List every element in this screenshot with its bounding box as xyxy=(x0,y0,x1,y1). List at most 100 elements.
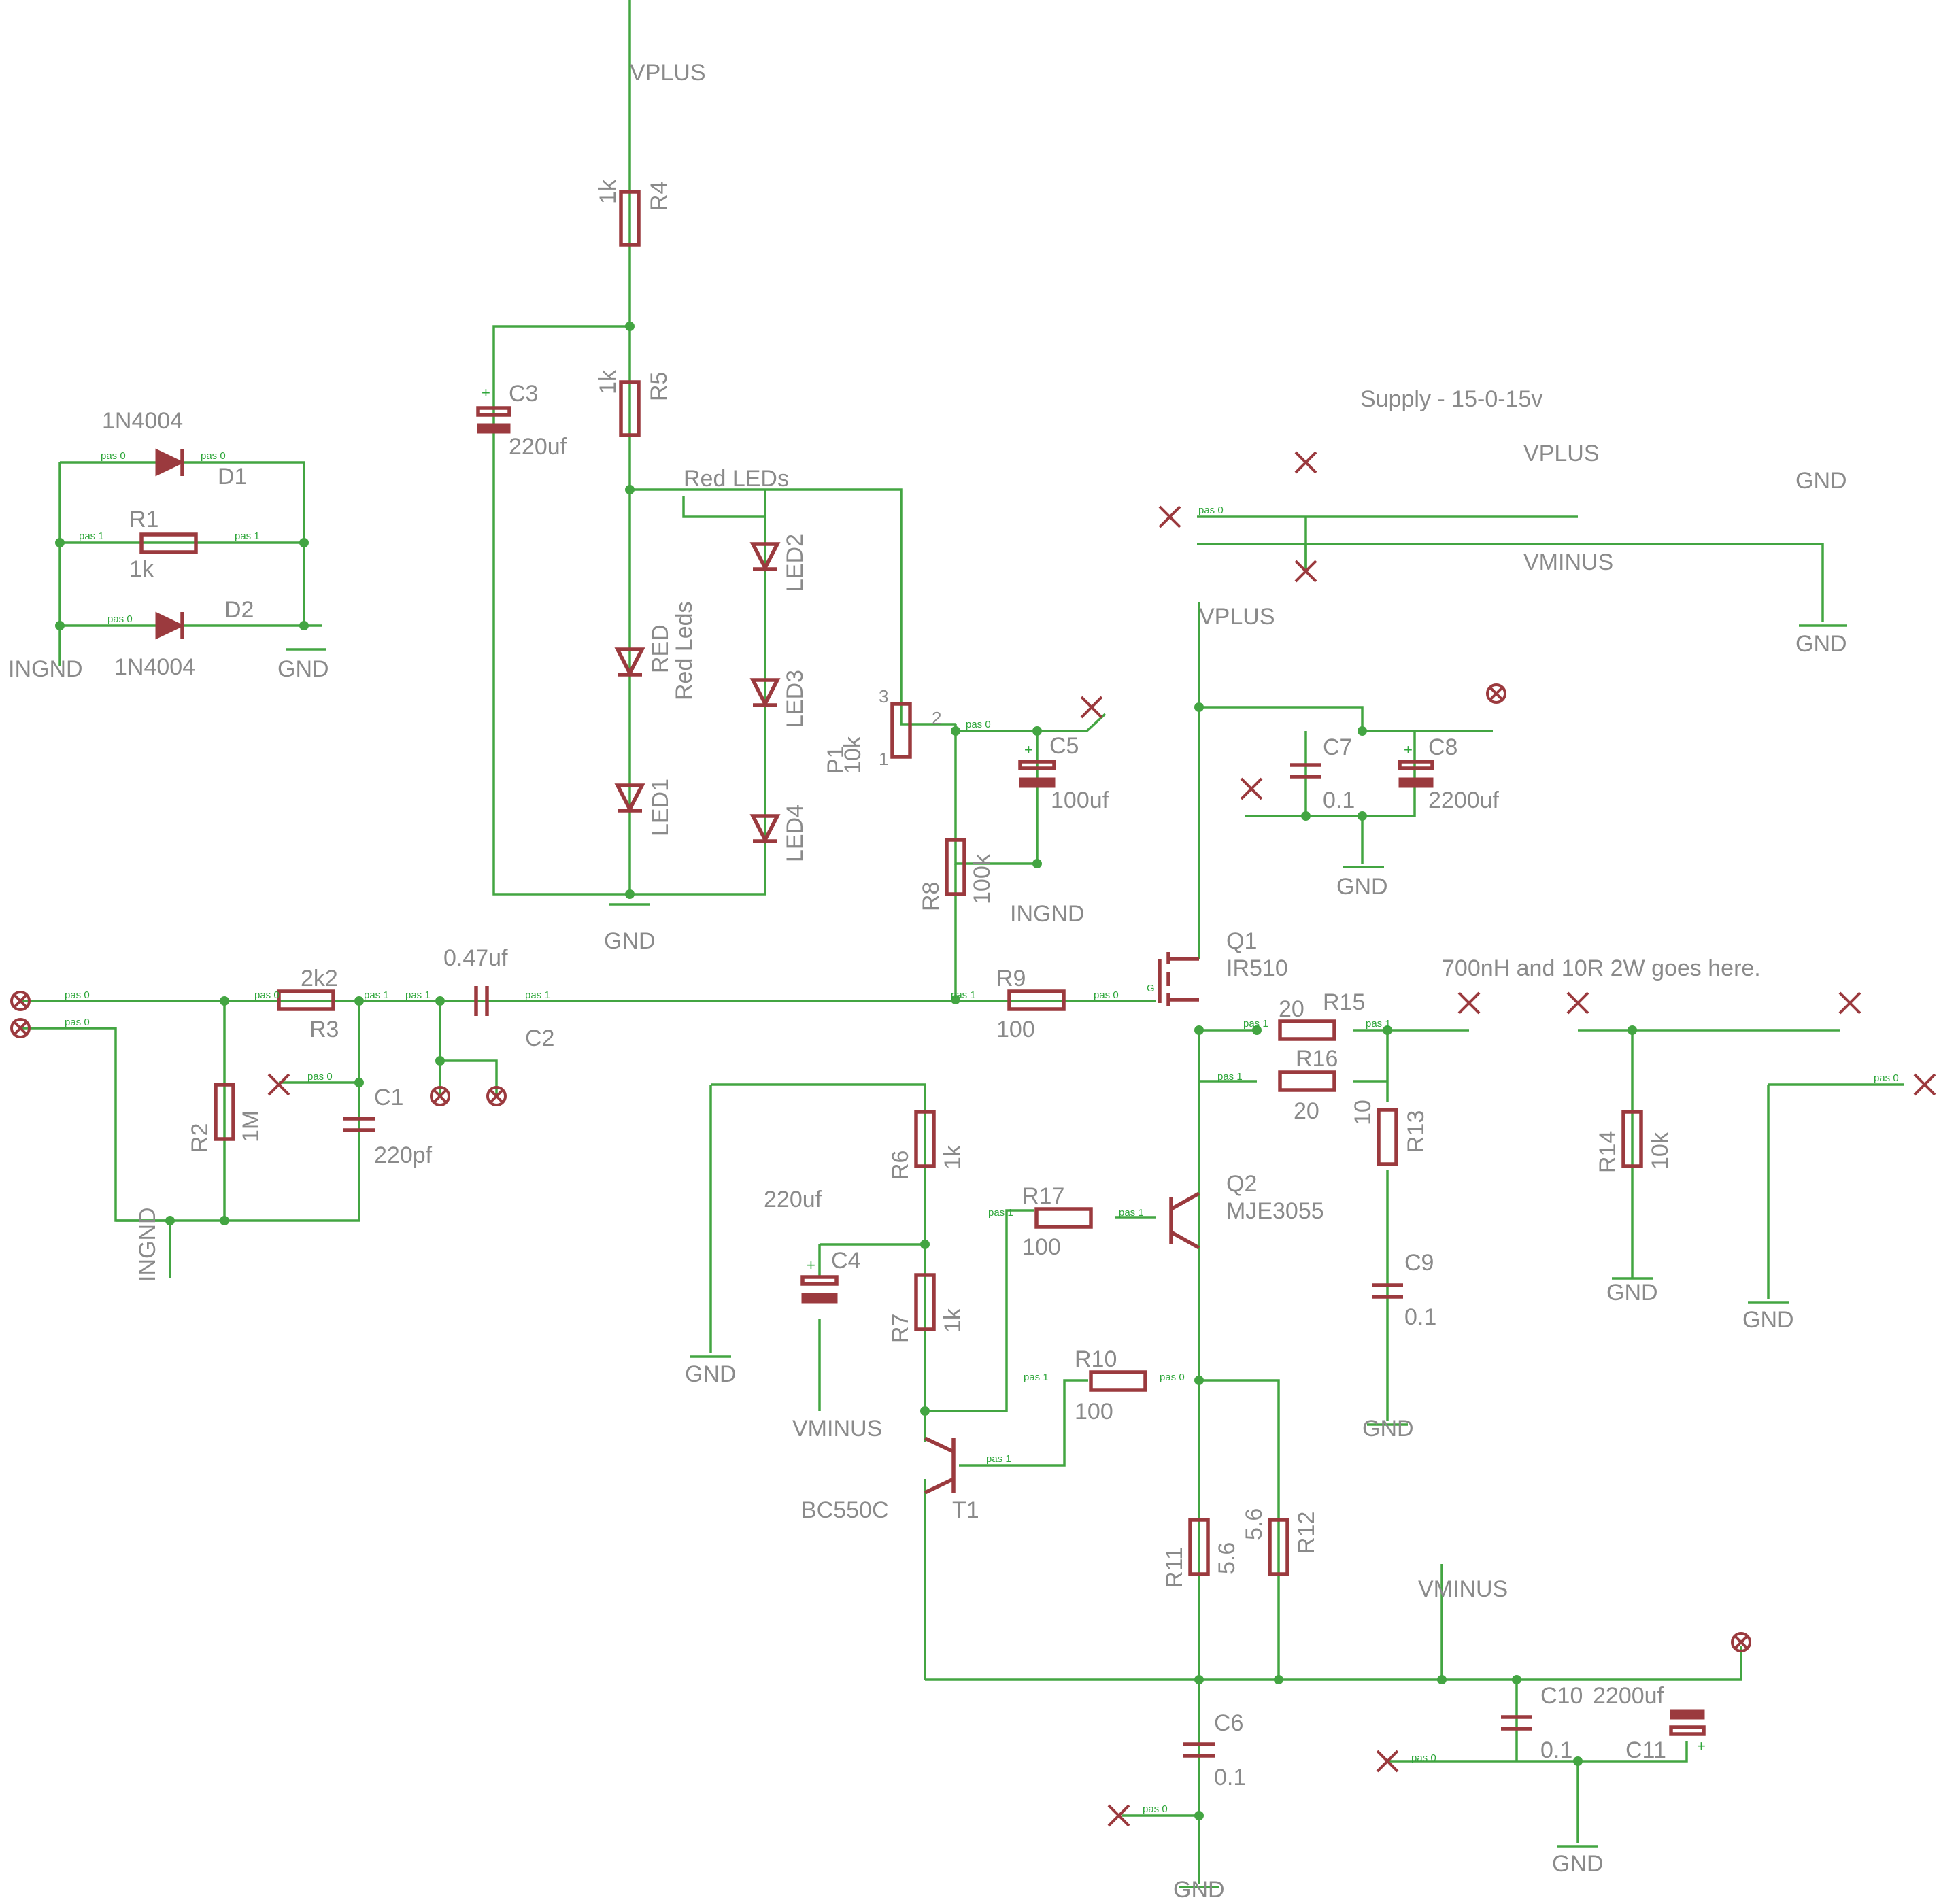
r12-name: R12 xyxy=(1294,1512,1319,1554)
r2-value: 1M xyxy=(238,1110,264,1142)
net-gnd-c6: GND xyxy=(1173,1877,1225,1903)
net-gnd-d: GND xyxy=(277,656,329,682)
note-red-leds: Red LEDs xyxy=(684,466,789,492)
net-gnd-supply2: GND xyxy=(1795,631,1847,657)
r5-name: R5 xyxy=(646,372,672,401)
net-ingnd-in: INGND xyxy=(135,1207,161,1282)
note-red-leds-vertical: Red Leds xyxy=(671,601,697,700)
c11-value: 2200uf xyxy=(1593,1683,1664,1709)
c4-value: 220uf xyxy=(764,1187,822,1212)
pin-tag: pas 1 xyxy=(405,989,431,1001)
led2-name: LED2 xyxy=(782,534,808,592)
r12-value: 5.6 xyxy=(1241,1508,1267,1540)
t1-value: BC550C xyxy=(801,1497,889,1523)
r6-name: R6 xyxy=(888,1151,913,1180)
pin-tag: pas 1 xyxy=(1119,1207,1144,1219)
p1-pin-2: 2 xyxy=(932,708,941,728)
q2-name: Q2 xyxy=(1226,1171,1257,1197)
pin-tag: pas 0 xyxy=(65,1017,90,1028)
led1-name: LED1 xyxy=(647,779,673,836)
r14-value: 10k xyxy=(1647,1132,1673,1170)
pin-tag: pas 0 xyxy=(1143,1803,1168,1815)
pin-tag: pas 1 xyxy=(988,1207,1013,1219)
net-vminus-bottom: VMINUS xyxy=(1418,1576,1508,1602)
net-vminus-supply: VMINUS xyxy=(1523,549,1613,575)
d1-value: 1N4004 xyxy=(102,408,183,434)
net-ingnd-d: INGND xyxy=(8,656,83,682)
unconnected-markers xyxy=(10,451,1936,1827)
pin-tag: pas 1 xyxy=(525,989,550,1001)
c2-name: C2 xyxy=(525,1025,554,1051)
r9-value: 100 xyxy=(996,1017,1035,1042)
r8-name: R8 xyxy=(918,882,944,911)
pin-tag: pas 0 xyxy=(1094,989,1119,1001)
c10-value: 0.1 xyxy=(1540,1737,1572,1763)
r10-value: 100 xyxy=(1075,1399,1113,1425)
p1-pin-3: 3 xyxy=(879,686,888,707)
led3-name: LED3 xyxy=(782,670,808,728)
pin-tag: pas 0 xyxy=(254,989,280,1001)
net-vplus-q1: VPLUS xyxy=(1199,604,1275,630)
c3-name: C3 xyxy=(509,381,538,407)
p1-pin-1: 1 xyxy=(879,749,888,769)
r5-value: 1k xyxy=(595,369,621,394)
c6-value: 0.1 xyxy=(1214,1765,1246,1790)
r13-name: R13 xyxy=(1403,1110,1429,1153)
labels: Supply - 15-0-15v 700nH and 10R 2W goes … xyxy=(8,60,1899,1903)
symbols xyxy=(139,190,1706,1758)
c5-name: C5 xyxy=(1049,733,1079,759)
net-gnd-c7: GND xyxy=(1336,874,1388,900)
r17-name: R17 xyxy=(1022,1183,1064,1209)
net-vplus-top: VPLUS xyxy=(630,60,706,86)
d2-value: 1N4004 xyxy=(114,654,195,680)
d2-name: D2 xyxy=(224,597,254,623)
ground-symbols xyxy=(286,624,1847,1888)
pin-tag: pas 0 xyxy=(101,450,126,462)
c4-plus: + xyxy=(807,1257,815,1274)
pin-tag: pas 1 xyxy=(79,530,104,542)
junctions xyxy=(55,322,1637,1820)
pin-tag: pas 0 xyxy=(1160,1372,1185,1383)
pin-tag: pas 1 xyxy=(1217,1071,1243,1083)
pin-tag: pas 0 xyxy=(966,719,991,730)
c3-plus: + xyxy=(482,384,490,401)
pin-tag: pas 1 xyxy=(1366,1018,1391,1030)
q1-value: IR510 xyxy=(1226,955,1288,981)
pin-tag: pas 0 xyxy=(1411,1752,1436,1764)
r13-value: 10 xyxy=(1350,1100,1376,1125)
r16-value: 20 xyxy=(1294,1098,1319,1124)
c10-name: C10 xyxy=(1540,1683,1583,1709)
c3-value: 220uf xyxy=(509,434,567,460)
pin-tag: pas 1 xyxy=(1243,1018,1268,1030)
note-inductor: 700nH and 10R 2W goes here. xyxy=(1442,955,1761,981)
c5-value: 100uf xyxy=(1051,787,1109,813)
q1-gate-pin: G xyxy=(1147,983,1155,994)
wires xyxy=(20,0,1904,1884)
r3-value: 2k2 xyxy=(301,966,338,991)
c9-name: C9 xyxy=(1404,1250,1434,1276)
t1-name: T1 xyxy=(952,1497,979,1523)
net-vplus-supply: VPLUS xyxy=(1523,441,1600,466)
pin-tag: pas 0 xyxy=(1198,505,1224,516)
c8-name: C8 xyxy=(1428,734,1457,760)
net-gnd-out: GND xyxy=(1742,1307,1794,1333)
net-gnd-c10: GND xyxy=(1552,1851,1604,1877)
c1-value: 220pf xyxy=(374,1142,433,1168)
q2-value: MJE3055 xyxy=(1226,1198,1324,1224)
p1-value: 10k xyxy=(840,736,866,774)
c7-value: 0.1 xyxy=(1323,787,1355,813)
pin-tag: pas 1 xyxy=(364,989,389,1001)
r1-value: 1k xyxy=(129,556,154,582)
r14-name: R14 xyxy=(1595,1131,1621,1173)
r4-value: 1k xyxy=(595,179,621,204)
c4-name: C4 xyxy=(831,1248,860,1274)
c11-name: C11 xyxy=(1625,1737,1666,1763)
led1-value: RED xyxy=(647,624,673,673)
r8-value: 100k xyxy=(969,853,995,904)
c7-name: C7 xyxy=(1323,734,1352,760)
p1-name: P1 xyxy=(823,745,849,774)
net-gnd-r6: GND xyxy=(685,1361,737,1387)
net-ingnd-r8: INGND xyxy=(1010,901,1085,927)
r16-name: R16 xyxy=(1296,1046,1338,1072)
r15-value: 20 xyxy=(1279,996,1304,1022)
